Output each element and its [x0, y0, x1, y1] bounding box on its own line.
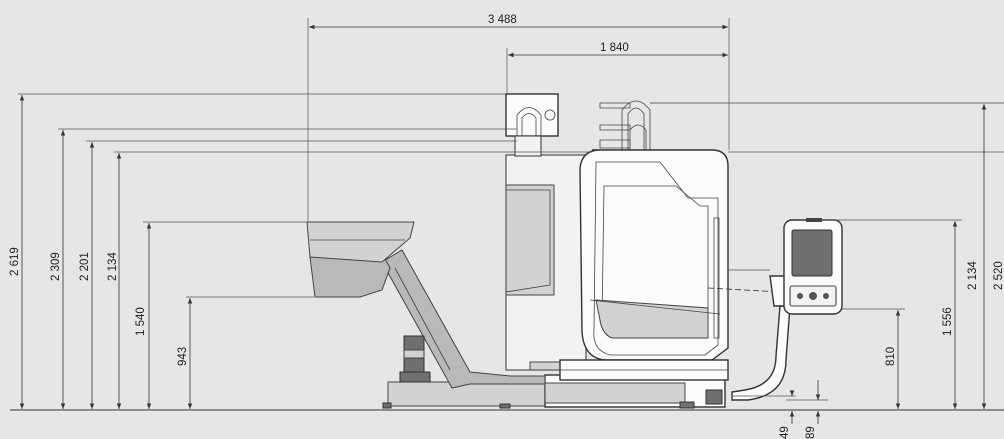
dimension-labels: 3 488 1 840 2 619 2 309 2 201 2 134 1 54… — [9, 14, 1004, 439]
chip-conveyor — [306, 221, 546, 389]
dim-conveyor-1540: 1 540 — [135, 307, 147, 336]
dimension-lines — [18, 18, 1004, 424]
dim-height-2619: 2 619 — [9, 247, 21, 276]
control-panel-screen — [791, 229, 833, 277]
dim-height-2201: 2 201 — [79, 252, 91, 281]
machine-enclosure — [559, 149, 781, 381]
dim-machine-width: 1 840 — [600, 42, 629, 54]
machine-rear-cabinet — [505, 154, 591, 371]
dim-panel-1556: 1 556 — [942, 307, 954, 336]
dim-floor-49: 49 — [779, 426, 791, 439]
dim-floor-89: 89 — [805, 426, 817, 439]
dim-panel-810: 810 — [885, 347, 897, 366]
dim-overall-length: 3 488 — [488, 14, 517, 26]
dim-height-2134-left: 2 134 — [107, 252, 119, 281]
dim-panel-2520: 2 520 — [993, 261, 1004, 290]
spindle-motor-assembly — [505, 93, 559, 157]
control-panel-assembly — [731, 218, 843, 401]
machine-illustration — [306, 93, 1004, 409]
cable-tubing-top — [599, 100, 1004, 152]
dim-conveyor-943: 943 — [177, 347, 189, 366]
dim-panel-2134: 2 134 — [967, 261, 979, 290]
dim-height-2309: 2 309 — [50, 252, 62, 281]
